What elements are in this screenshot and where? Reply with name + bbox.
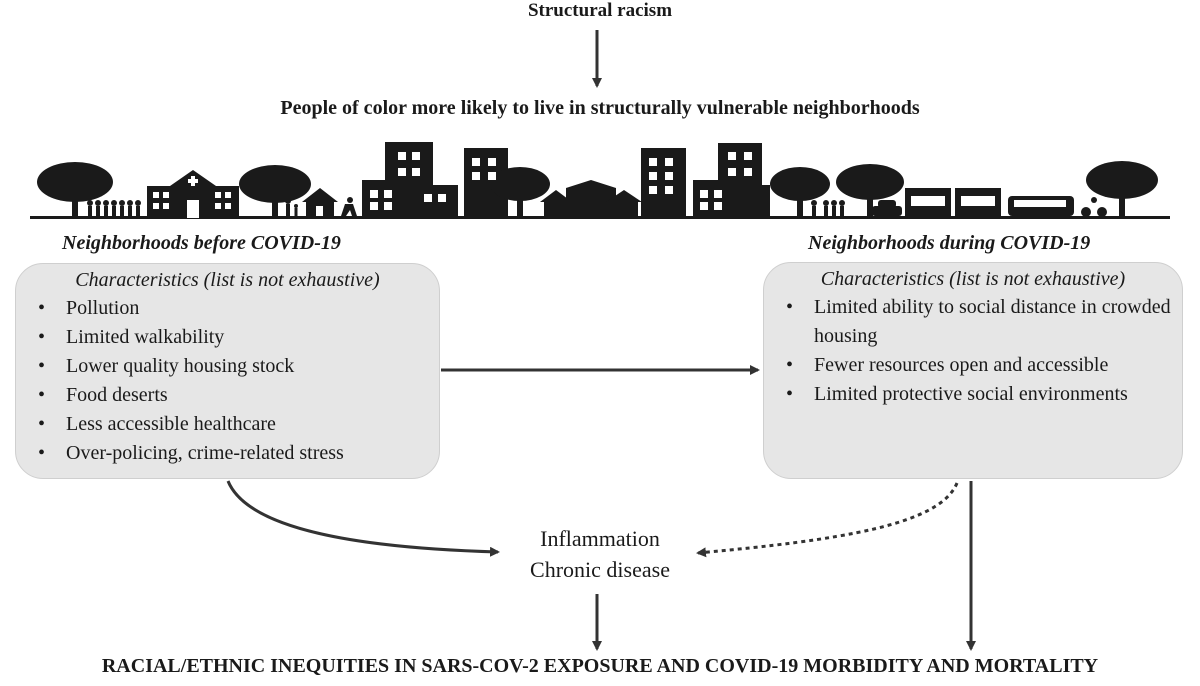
tree-icon <box>1086 161 1158 218</box>
list-item: Food deserts <box>34 381 429 410</box>
tree-icon <box>239 165 311 218</box>
neighborhoods-before-label: Neighborhoods before COVID-19 <box>62 232 341 254</box>
list-item: Limited protective social environments <box>782 380 1172 409</box>
list-item: Limited walkability <box>34 323 429 352</box>
list-item: Pollution <box>34 294 429 323</box>
apartment-building-icon <box>693 143 770 218</box>
house-icon <box>540 180 642 218</box>
chronic-disease-label: Chronic disease <box>530 557 670 582</box>
tree-icon <box>490 167 550 218</box>
list-item: Less accessible healthcare <box>34 410 429 439</box>
before-characteristics-list: Pollution Limited walkability Lower qual… <box>16 294 439 468</box>
during-characteristics-list: Limited ability to social distance in cr… <box>764 293 1182 409</box>
during-panel-heading: Characteristics (list is not exhaustive) <box>820 268 1126 290</box>
hospital-icon <box>147 170 239 218</box>
bicycle-icon <box>1081 197 1107 217</box>
health-outcomes-node: Inflammation Chronic disease <box>480 523 720 585</box>
people-icon <box>811 200 845 216</box>
tree-icon <box>836 164 904 218</box>
list-item: Limited ability to social distance in cr… <box>782 293 1172 351</box>
car-icon <box>872 200 902 216</box>
list-item: Fewer resources open and accessible <box>782 351 1172 380</box>
house-icon <box>302 188 338 218</box>
arrow-before-to-inflammation <box>226 480 500 557</box>
list-item: Lower quality housing stock <box>34 352 429 381</box>
neighborhood-skyline-illustration <box>30 142 1170 219</box>
before-covid-panel: Characteristics (list is not exhaustive)… <box>15 263 440 479</box>
people-icon <box>285 198 298 216</box>
tree-icon <box>770 167 830 218</box>
people-icon <box>87 200 141 216</box>
tree-icon <box>37 162 113 218</box>
inflammation-label: Inflammation <box>540 526 660 551</box>
arrow-during-to-inflammation-dotted <box>696 482 959 558</box>
list-item: Over-policing, crime-related stress <box>34 439 429 468</box>
apartment-building-icon <box>641 148 686 218</box>
subtitle: People of color more likely to live in s… <box>280 97 920 119</box>
during-covid-panel: Characteristics (list is not exhaustive)… <box>763 262 1183 479</box>
runner-icon <box>341 197 357 216</box>
top-title: Structural racism <box>527 0 673 21</box>
before-panel-heading: Characteristics (list is not exhaustive) <box>75 269 380 291</box>
neighborhoods-during-label: Neighborhoods during COVID-19 <box>808 232 1091 254</box>
bottom-outcome-title: RACIAL/ETHNIC INEQUITIES IN SARS-COV-2 E… <box>101 655 1099 677</box>
apartment-building-icon <box>362 142 458 218</box>
